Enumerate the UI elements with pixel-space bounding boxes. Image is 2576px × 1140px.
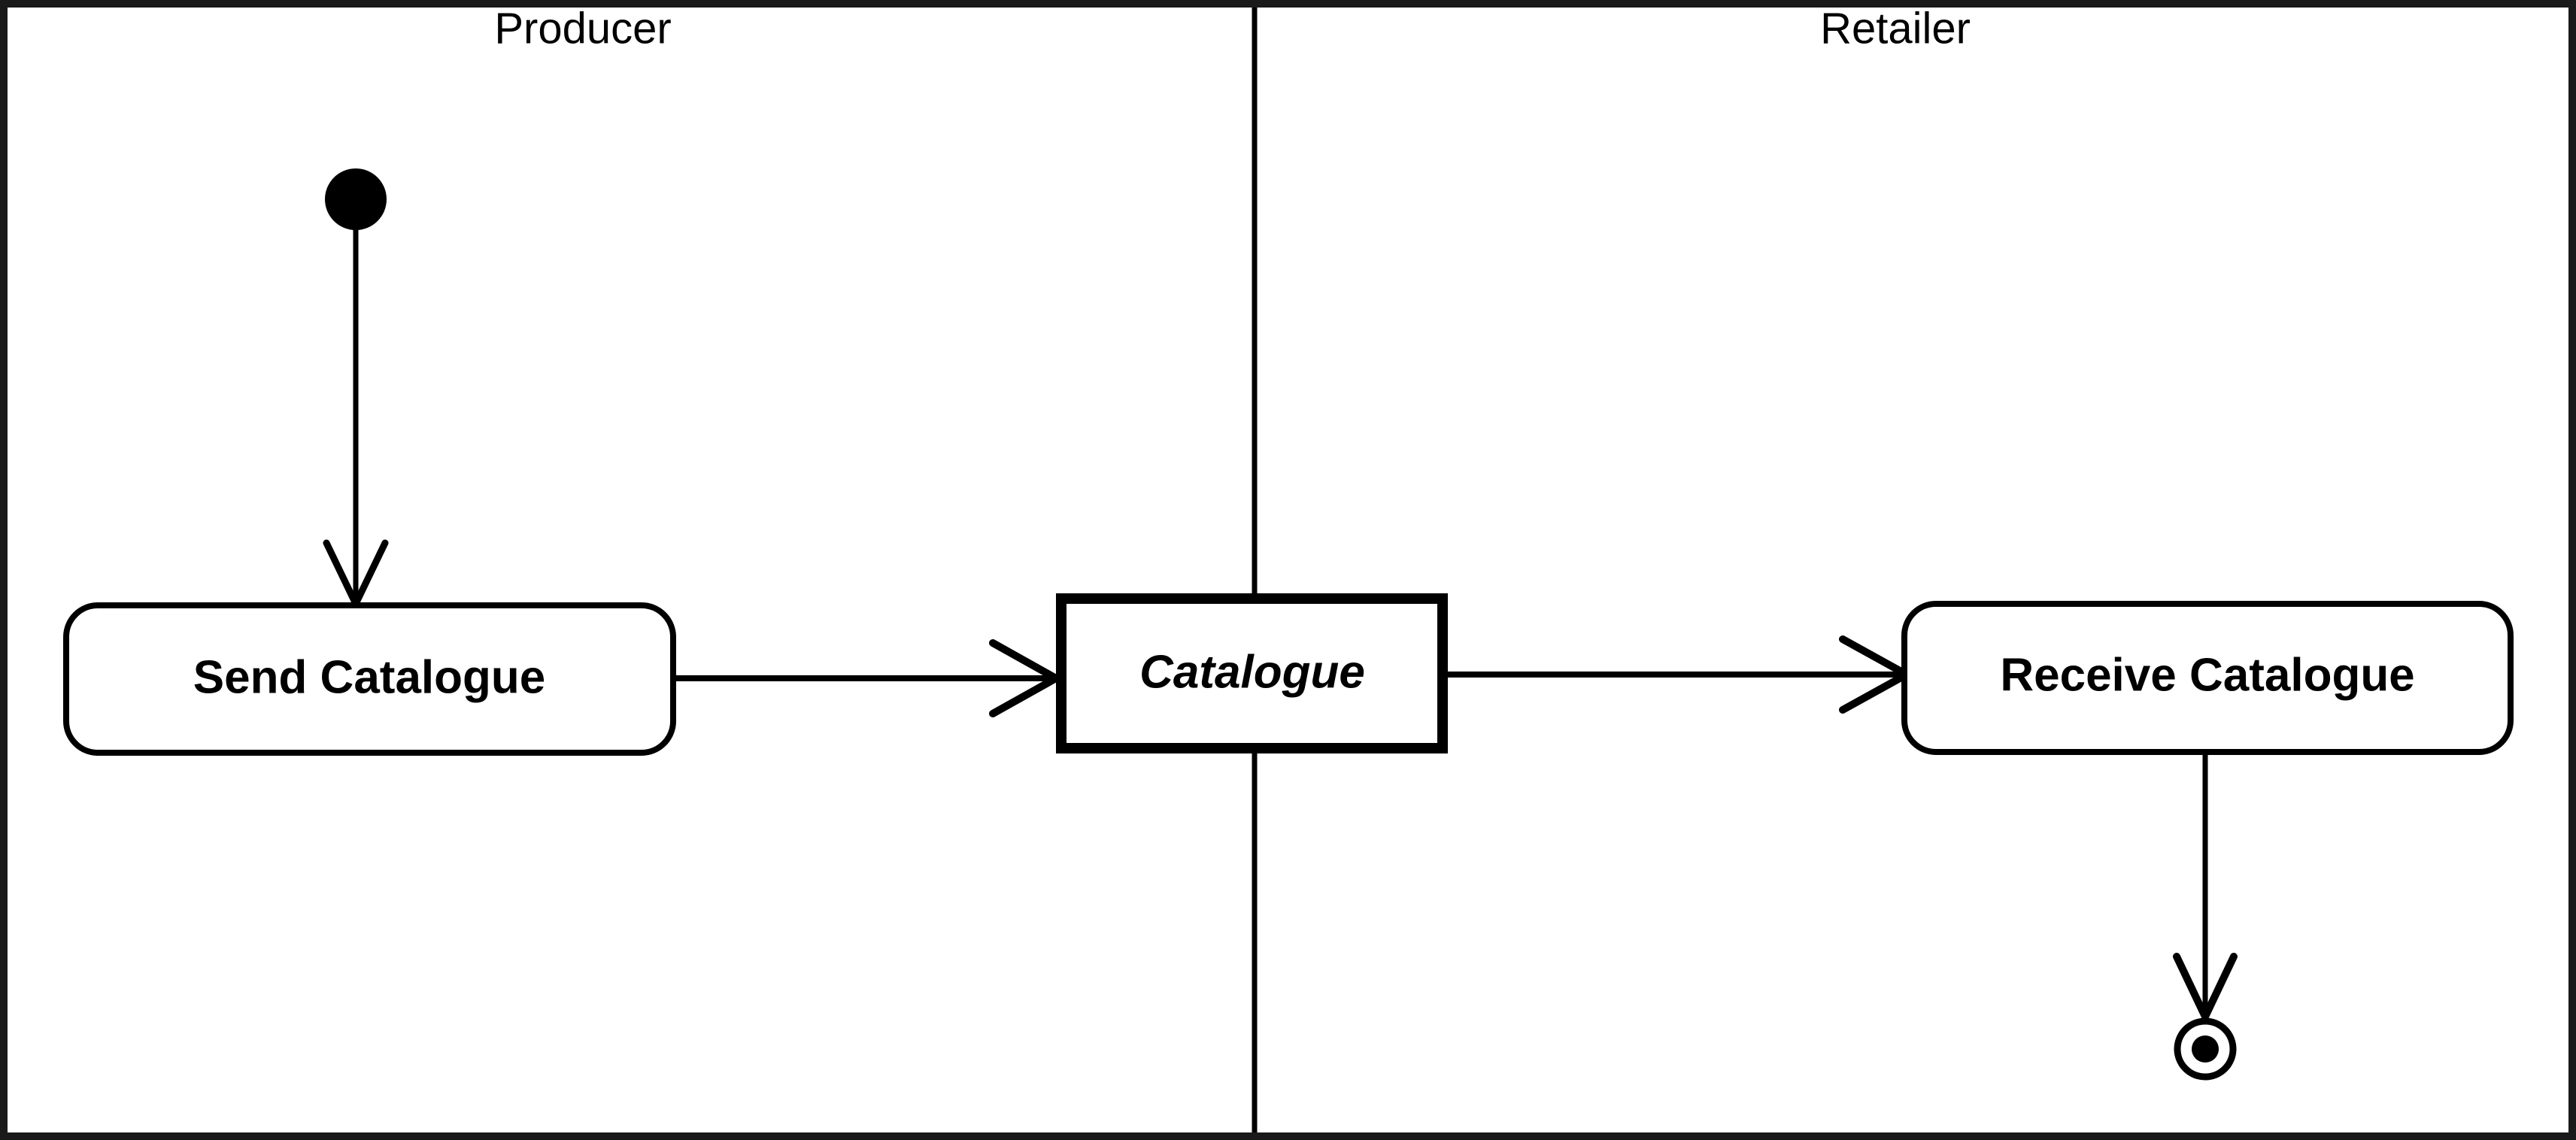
object-node-catalogue[interactable]: Catalogue [1056, 593, 1448, 753]
action-node-receive-catalogue[interactable]: Receive Catalogue [1901, 601, 2514, 755]
final-node-icon[interactable] [2174, 1017, 2237, 1081]
object-node-shape [1056, 593, 1448, 753]
swimlane-label-retailer: Retailer [1820, 4, 1971, 53]
action-node-shape [63, 602, 676, 756]
object-node-label: Catalogue [1139, 646, 1365, 698]
final-node-dot [2192, 1035, 2219, 1063]
action-node-shape [1901, 601, 2514, 755]
initial-node-icon[interactable] [325, 168, 387, 230]
arrowhead-open-icon [2173, 953, 2238, 1020]
swimlane-label-producer: Producer [494, 4, 671, 53]
action-node-send-catalogue[interactable]: Send Catalogue [63, 602, 676, 756]
edge-receive-catalogue-to-final [2173, 750, 2238, 1020]
action-node-label: Send Catalogue [193, 651, 546, 703]
action-node-label: Receive Catalogue [2000, 649, 2414, 701]
